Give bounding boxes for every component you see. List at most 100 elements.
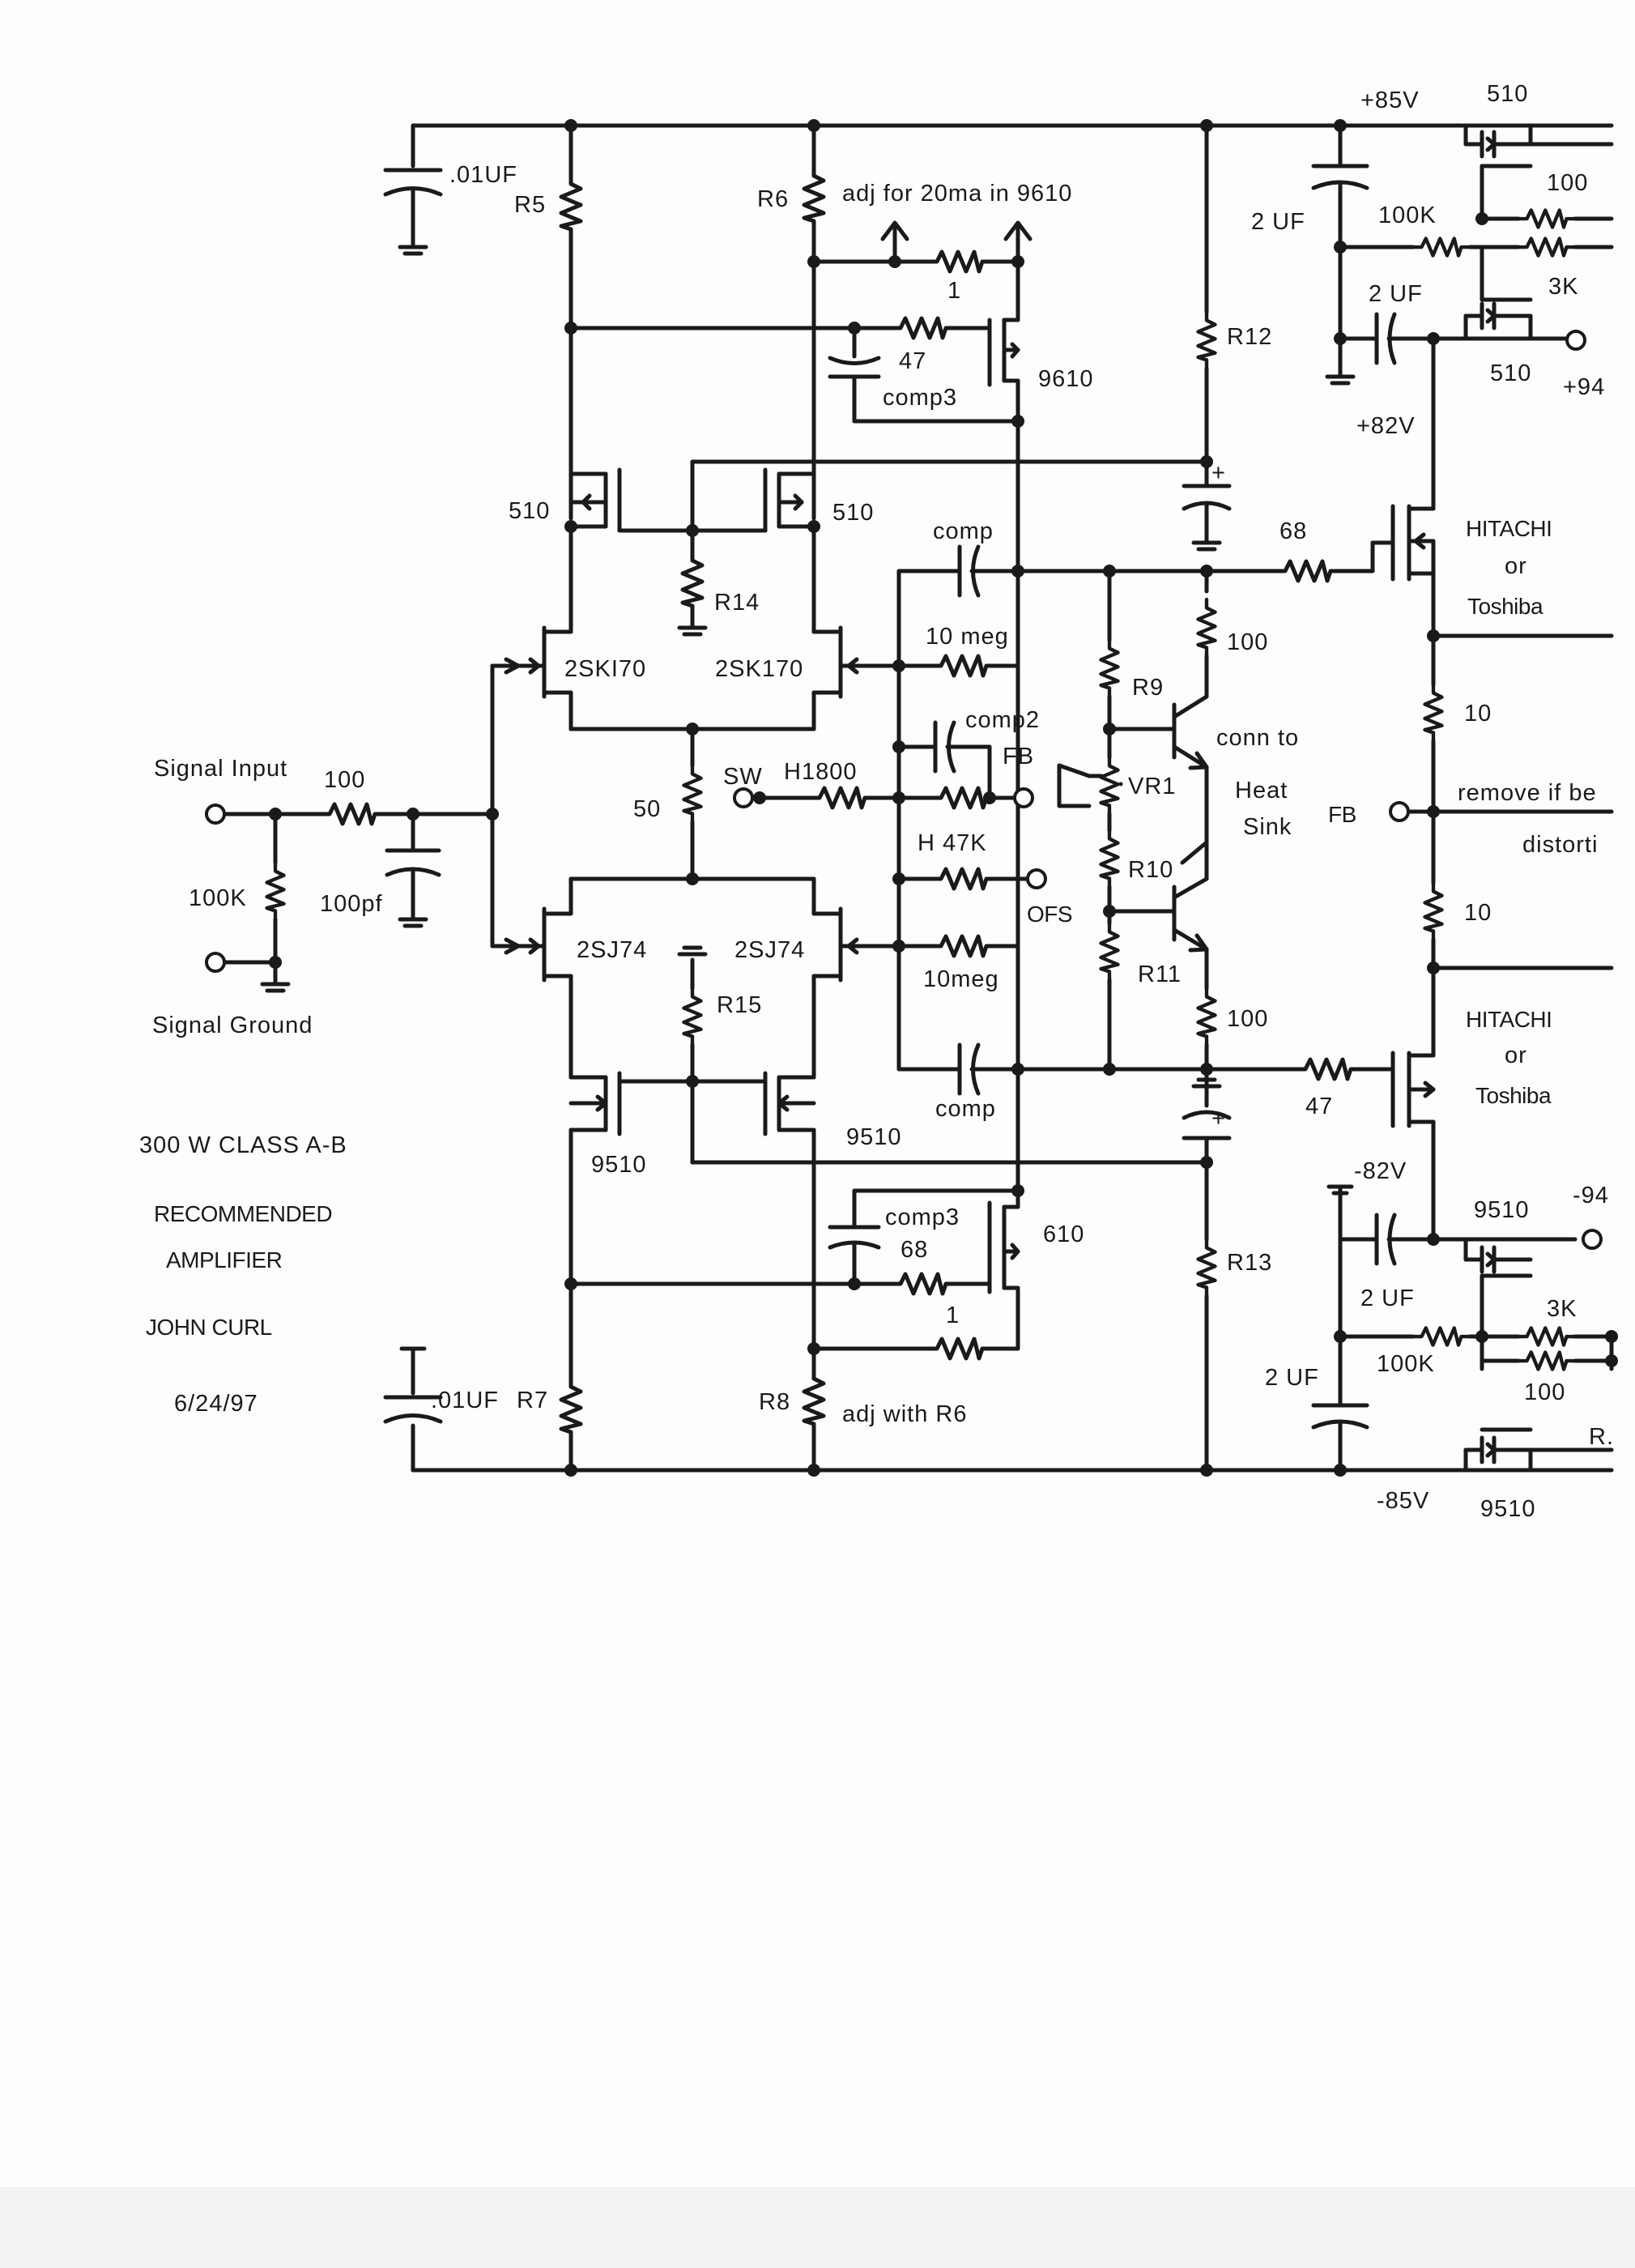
label-conn2: Heat [1235, 778, 1288, 804]
output-mosfet-top [1370, 475, 1436, 638]
label-r6: R6 [757, 186, 789, 212]
r8-resistor [804, 1346, 824, 1473]
label-r-10-bot: 10 [1464, 900, 1492, 926]
input-network [205, 657, 521, 993]
label-hitachi-bot: HITACHI [1466, 1007, 1552, 1032]
positive-rail [411, 123, 1614, 168]
label-q-9510-left: 9510 [591, 1152, 647, 1178]
fb-output-terminal [1389, 801, 1410, 822]
sense-resistor-top [811, 220, 1033, 322]
sense-resistor-bottom [811, 1339, 1020, 1358]
title-line2: RECOMMENDED [154, 1201, 332, 1226]
label-signal-ground: Signal Ground [152, 1013, 313, 1038]
title-date: 6/24/97 [174, 1391, 258, 1417]
cascode-gate-wires-bottom [617, 945, 1205, 1165]
mosfet-9510-right [763, 1071, 816, 1347]
label-ps-3k-bot: 3K [1547, 1296, 1577, 1322]
source-resistor-50 [684, 727, 701, 881]
label-q-510-right: 510 [832, 500, 874, 526]
label-ps-100-bot: 100 [1524, 1379, 1565, 1405]
label-q-510-left: 510 [509, 498, 550, 524]
label-ps-3k-top: 3K [1548, 274, 1578, 300]
label-r9: R9 [1132, 675, 1164, 701]
label-jfet-tl: 2SKI70 [564, 656, 646, 682]
label-comp2: comp2 [965, 707, 1040, 733]
mosfet-610 [987, 1164, 1020, 1351]
label-vr1: VR1 [1128, 774, 1176, 799]
mosfet-510-right [763, 467, 816, 533]
label-ofs: OFS [1027, 902, 1072, 927]
label-h1800: H1800 [784, 759, 857, 785]
mosfet-510-left [568, 467, 622, 533]
label-adj-bot: adj with R6 [842, 1401, 967, 1427]
component-labels: .01UF R5 R6 adj for 20ma in 9610 1 47 co… [152, 162, 1598, 1427]
title-line1: 300 W CLASS A-B [139, 1132, 347, 1158]
title-line3: AMPLIFIER [166, 1247, 282, 1273]
label-conn3: Sink [1243, 814, 1292, 840]
svg-text:+: + [1211, 1106, 1226, 1132]
label-r10: R10 [1128, 857, 1173, 883]
label-conn1: conn to [1216, 725, 1299, 751]
label-h-47k: H 47K [918, 830, 987, 856]
label-q-9610: 9610 [1038, 366, 1094, 392]
label-r-100-top: 100 [1227, 629, 1268, 655]
signal-ground-terminal [205, 952, 226, 973]
label-comp-top: comp [933, 518, 994, 544]
label-ps-100k-bot: 100K [1377, 1351, 1435, 1377]
label-ps-510-top: 510 [1487, 81, 1528, 107]
label-r-100-bot: 100 [1227, 1006, 1268, 1032]
label-ps-100k-top: 100K [1378, 202, 1437, 228]
label-r-one-bot: 1 [946, 1302, 960, 1328]
label-c-top: .01UF [449, 162, 517, 188]
comp3-cap-top [828, 326, 1020, 424]
label-remove1: remove if be [1458, 780, 1597, 806]
label-r5: R5 [514, 192, 546, 218]
label-r-10meg-bot: 10meg [923, 966, 999, 992]
label-adj-top: adj for 20ma in 9610 [842, 181, 1072, 207]
label-sw: SW [723, 764, 763, 790]
r7-resistor [561, 1377, 581, 1473]
label-jfet-br: 2SJ74 [734, 937, 805, 963]
negative-rail [411, 1423, 1614, 1473]
cascode-gate-wires-top [617, 459, 1185, 637]
label-v-p94: +94 [1563, 374, 1605, 400]
label-q-610: 610 [1043, 1221, 1084, 1247]
label-fb-mid: FB [1003, 744, 1034, 770]
cap-bottom-decoupling [383, 1346, 443, 1424]
label-jfet-tr: 2SK170 [715, 656, 803, 682]
ps-regulator-negative [1311, 1184, 1614, 1473]
label-toshiba-bot: Toshiba [1475, 1083, 1552, 1108]
fb-mid-terminal [1013, 787, 1034, 808]
label-r-47-top: 47 [899, 348, 926, 374]
r13-resistor [1182, 1077, 1232, 1473]
label-r-one-top: 1 [947, 278, 961, 304]
label-ps-2uf-c: 2 UF [1360, 1285, 1415, 1311]
label-v-n85: -85V [1377, 1488, 1429, 1514]
label-r15: R15 [717, 992, 762, 1018]
label-ps-2uf-a: 2 UF [1251, 209, 1305, 235]
label-r11: R11 [1138, 961, 1182, 987]
jfet-2sj74-right [811, 876, 893, 1080]
label-ps-9510-top: 9510 [1474, 1197, 1530, 1223]
gate-resistor-68-output [1204, 540, 1375, 581]
gate-resistor-47 [568, 318, 992, 355]
label-r12: R12 [1227, 324, 1272, 350]
label-ps-100-top: 100 [1547, 170, 1588, 196]
label-r13: R13 [1227, 1250, 1272, 1276]
jfet-2sk170-right [811, 524, 893, 731]
label-r-47-gate: 47 [1305, 1094, 1333, 1119]
label-remove2: distorti [1522, 832, 1598, 858]
label-signal-input: Signal Input [154, 756, 287, 782]
label-comp3-bot: comp3 [885, 1204, 960, 1230]
label-v-n94: -94 [1573, 1183, 1609, 1209]
label-v-n82: -82V [1354, 1158, 1407, 1184]
jfet-2sj74-left [492, 876, 573, 1080]
ofs-terminal [1026, 868, 1047, 889]
title-block: 300 W CLASS A-B RECOMMENDED AMPLIFIER JO… [139, 1132, 347, 1417]
label-or-top: or [1505, 553, 1527, 579]
feedback-network [733, 544, 1209, 1096]
label-r-in-shunt: 100K [189, 885, 247, 911]
label-comp3-top: comp3 [883, 385, 957, 411]
